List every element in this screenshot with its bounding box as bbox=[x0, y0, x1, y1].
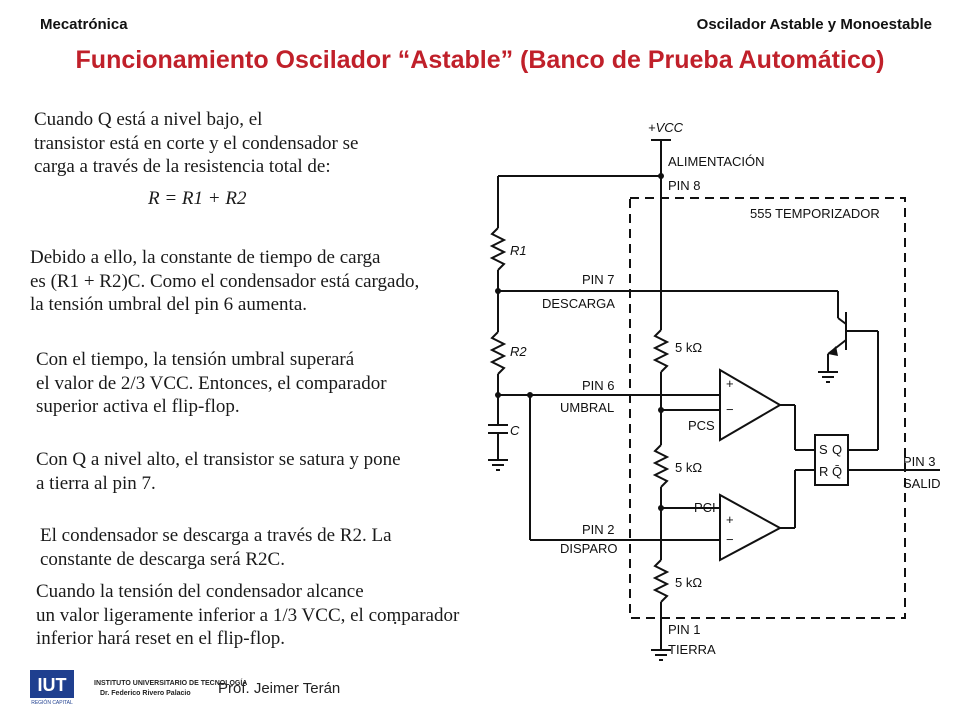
alimentacion-label: ALIMENTACIÓN bbox=[668, 154, 765, 169]
ff-r-label: R bbox=[819, 464, 828, 479]
institute-subname: Dr. Federico Rivero Palacio bbox=[100, 690, 191, 697]
vcc-label: +VCC bbox=[648, 120, 684, 135]
ff-q-label: Q bbox=[832, 442, 842, 457]
text-line: a tierra al pin 7. bbox=[36, 472, 156, 494]
chip-boundary bbox=[629, 197, 906, 619]
junction-dot bbox=[495, 392, 501, 398]
text-line: constante de descarga será R2C. bbox=[40, 548, 285, 570]
resistor-value-3: 5 kΩ bbox=[675, 575, 702, 590]
text-line: transistor está en corte y el condensado… bbox=[34, 132, 359, 154]
comparator-pci bbox=[719, 493, 783, 562]
slide-title: Funcionamiento Oscilador “Astable” (Banc… bbox=[75, 46, 885, 74]
text-line: Con el tiempo, la tensión umbral superar… bbox=[36, 349, 355, 370]
junction-dot bbox=[658, 173, 664, 179]
junction-dot bbox=[495, 288, 501, 294]
pci-minus: − bbox=[726, 532, 734, 547]
ff-s-label: S bbox=[819, 442, 828, 457]
logo-text: IUT bbox=[38, 675, 67, 695]
divider-resistor-1 bbox=[652, 329, 670, 373]
pci-plus: + bbox=[726, 512, 734, 527]
logo-background bbox=[30, 670, 74, 698]
ff-qbar-label: Q̄ bbox=[832, 464, 842, 479]
resistor-value-2: 5 kΩ bbox=[675, 460, 702, 475]
logo-subtext: REGIÓN CAPITAL bbox=[31, 699, 73, 706]
header-topic: Oscilador Astable y Monoestable bbox=[696, 16, 932, 33]
text-line: el valor de 2/3 VCC. Entonces, el compar… bbox=[36, 372, 387, 394]
salida-label: SALIDA bbox=[903, 476, 940, 491]
footer-author: Prof. Jeimer Terán bbox=[218, 680, 341, 697]
circuit-diagram: +VCC ALIMENTACIÓN PIN 8 555 TEMPORIZADOR… bbox=[488, 120, 940, 661]
pin8-label: PIN 8 bbox=[668, 178, 701, 193]
junction-dot bbox=[658, 505, 664, 511]
text-line: carga a través de la resistencia total d… bbox=[34, 156, 331, 177]
pcs-plus: + bbox=[726, 376, 734, 391]
r1-label: R1 bbox=[510, 243, 527, 258]
text-line: Debido a ello, la constante de tiempo de… bbox=[30, 247, 381, 268]
paragraph-2: Debido a ello, la constante de tiempo de… bbox=[30, 246, 419, 317]
institute-name: INSTITUTO UNIVERSITARIO DE TECNOLOGÍA bbox=[94, 680, 248, 687]
text-line: Con Q a nivel alto, el transistor se sat… bbox=[36, 449, 401, 470]
comparator-pcs bbox=[719, 368, 782, 442]
paragraph-6: Cuando la tensión del condensador alcanc… bbox=[36, 580, 459, 651]
iut-logo: IUT REGIÓN CAPITAL bbox=[30, 670, 74, 706]
r2-resistor bbox=[489, 331, 507, 375]
junction-dot bbox=[527, 392, 533, 398]
text-line: El condensador se descarga a través de R… bbox=[40, 525, 392, 546]
flip-flop bbox=[814, 434, 849, 486]
disparo-label: DISPARO bbox=[560, 541, 618, 556]
pin3-label: PIN 3 bbox=[903, 454, 936, 469]
r2-label: R2 bbox=[510, 344, 527, 359]
pin2-label: PIN 2 bbox=[582, 522, 615, 537]
tierra-label: TIERRA bbox=[668, 642, 716, 657]
umbral-label: UMBRAL bbox=[560, 400, 614, 415]
pcs-minus: − bbox=[726, 402, 734, 417]
pcs-label: PCS bbox=[688, 418, 715, 433]
paragraph-4: Con Q a nivel alto, el transistor se sat… bbox=[36, 448, 401, 495]
c-label: C bbox=[510, 423, 520, 438]
header-course: Mecatrónica bbox=[40, 16, 128, 33]
transistor-collector bbox=[837, 317, 847, 325]
text-line: Cuando la tensión del condensador alcanc… bbox=[36, 581, 364, 602]
text-line: la tensión umbral del pin 6 aumenta. bbox=[30, 294, 308, 315]
paragraph-3: Con el tiempo, la tensión umbral superar… bbox=[36, 348, 387, 419]
formula: R = R1 + R2 bbox=[148, 188, 247, 209]
resistor-value-1: 5 kΩ bbox=[675, 340, 702, 355]
r1-resistor bbox=[489, 227, 507, 271]
paragraph-1: Cuando Q está a nivel bajo, el transisto… bbox=[34, 108, 358, 179]
divider-resistor-3 bbox=[652, 559, 670, 603]
emitter-arrow bbox=[828, 346, 838, 356]
pci-label: PCI bbox=[694, 500, 716, 515]
text-line: inferior hará reset en el flip-flop. bbox=[36, 628, 285, 649]
pin1-label: PIN 1 bbox=[668, 622, 701, 637]
text-line: superior activa el flip-flop. bbox=[36, 396, 240, 417]
text-line: Cuando Q está a nivel bajo, el bbox=[34, 109, 263, 130]
descarga-label: DESCARGA bbox=[542, 296, 615, 311]
junction-dot bbox=[658, 407, 664, 413]
text-line: es (R1 + R2)C. Como el condensador está … bbox=[30, 270, 420, 292]
stray-mark: · bbox=[392, 613, 399, 634]
pin6-label: PIN 6 bbox=[582, 378, 615, 393]
text-line: un valor ligeramente inferior a 1/3 VCC,… bbox=[36, 604, 460, 626]
divider-resistor-2 bbox=[652, 444, 670, 488]
temporizador-label: 555 TEMPORIZADOR bbox=[750, 206, 880, 221]
pin7-label: PIN 7 bbox=[582, 272, 615, 287]
paragraph-5: El condensador se descarga a través de R… bbox=[40, 524, 392, 571]
